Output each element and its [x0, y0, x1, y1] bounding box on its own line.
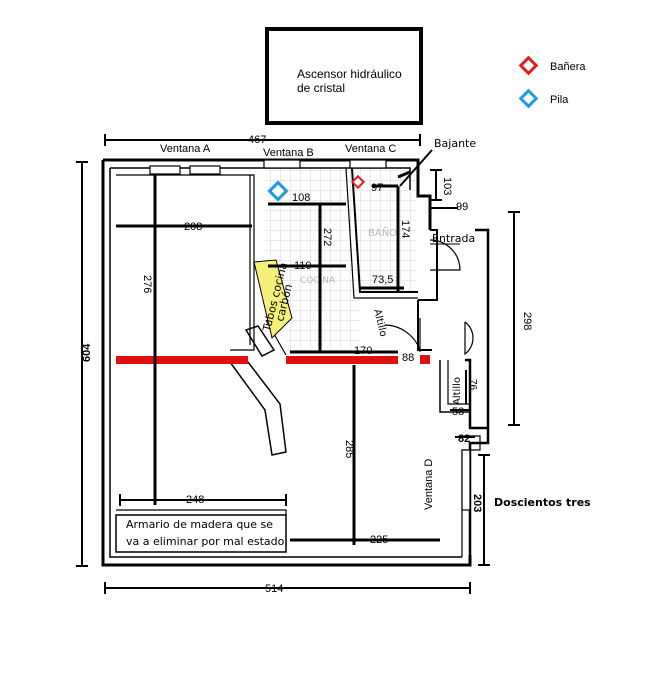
window-b-label: Ventana B [263, 147, 314, 159]
banera-marker-icon [350, 174, 366, 190]
window-d-label: Ventana D [423, 459, 435, 510]
doscientos-tres-label: Doscientos tres [494, 496, 591, 509]
cocina-ghost-label: COCINA [300, 276, 336, 286]
dim-225: 225 [370, 534, 388, 546]
dim-bottom-width: 514 [265, 583, 283, 595]
elevator-label-line2: de cristal [297, 81, 345, 95]
dim-108: 108 [292, 192, 310, 204]
dim-170: 170 [354, 345, 372, 357]
window-c-label: Ventana C [345, 143, 396, 155]
dim-110: 110 [294, 260, 312, 272]
legend-pila-label: Pila [550, 94, 569, 106]
bano-ghost-label: BAÑO [368, 226, 397, 239]
armario-label-line2: va a eliminar por mal estado [126, 535, 285, 548]
altillo-label-2: Altillo [452, 377, 463, 405]
elevator-label-line1: Ascensor hidráulico [297, 67, 402, 81]
entrada-label: Entrada [432, 232, 475, 245]
tiled-area [266, 168, 416, 352]
dim-208: 208 [184, 221, 202, 233]
window-a-label: Ventana A [160, 143, 211, 155]
dim-99: 99 [456, 201, 468, 213]
banera-icon [518, 55, 539, 76]
dim-right-203: 203 [471, 494, 483, 512]
dim-76: 76 [467, 379, 478, 391]
dim-248: 248 [186, 494, 204, 506]
armario-box [115, 514, 287, 553]
dim-82: 82 [458, 433, 470, 445]
bajante-label: Bajante [434, 137, 476, 150]
dim-left-height: 604 [81, 343, 93, 362]
dim-73-5: 73,5 [372, 274, 393, 286]
dim-58: 58 [452, 406, 464, 418]
dim-272: 272 [321, 228, 333, 246]
dim-right-298: 298 [521, 312, 533, 330]
altillo-label-1: Altillo [371, 308, 388, 338]
dim-97: 97 [371, 182, 383, 194]
dimension-lines [76, 134, 520, 594]
dim-103: 103 [441, 177, 453, 195]
dim-174: 174 [399, 220, 411, 238]
legend-banera-label: Bañera [550, 61, 586, 73]
removed-walls [116, 355, 430, 364]
armario-label-line1: Armario de madera que se [126, 518, 273, 531]
dim-276: 276 [141, 275, 153, 293]
windows [149, 159, 471, 511]
elevator-box [265, 27, 423, 125]
dim-88: 88 [402, 352, 414, 364]
pila-icon [518, 88, 539, 109]
legend: Bañera Pila [518, 55, 586, 109]
dim-285: 285 [343, 440, 355, 458]
pila-marker-icon [267, 180, 289, 202]
coal-kitchen-tubes [253, 259, 293, 339]
dim-top-width: 467 [248, 134, 266, 146]
